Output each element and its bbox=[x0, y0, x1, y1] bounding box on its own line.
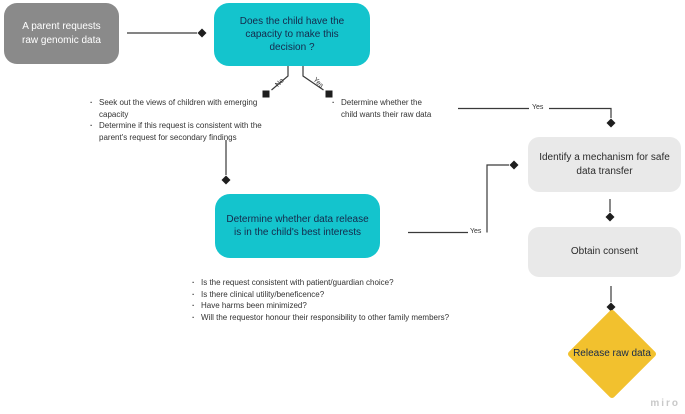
arrowhead-diamond-icon bbox=[606, 118, 616, 128]
bullet-item: Have harms been minimized? bbox=[190, 300, 510, 312]
edge-label-yes-to-transfer: Yes bbox=[532, 104, 544, 111]
bullet-item: Will the requestor honour their responsi… bbox=[190, 312, 510, 324]
bullet-item: Seek out the views of children with emer… bbox=[88, 97, 286, 120]
arrowhead-diamond-icon bbox=[221, 175, 231, 185]
bullet-item: Is there clinical utility/beneficence? bbox=[190, 289, 510, 301]
node-parent-request: A parent requests raw genomic data bbox=[4, 3, 119, 64]
arrowhead-diamond-icon bbox=[509, 160, 519, 170]
edge-label-yes-best-interests: Yes bbox=[470, 228, 482, 235]
no-branch-bullet-list: Seek out the views of children with emer… bbox=[88, 97, 286, 143]
node-best-interests: Determine whether data release is in the… bbox=[215, 194, 380, 258]
node-capacity-question: Does the child have the capacity to make… bbox=[214, 3, 370, 66]
bullet-item: Determine whether the child wants their … bbox=[330, 97, 438, 120]
edge-label-no: No bbox=[274, 77, 286, 89]
arrowhead-diamond-icon bbox=[197, 28, 207, 38]
connector-best-interests-yes bbox=[408, 164, 509, 234]
node-safe-transfer: Identify a mechanism for safe data trans… bbox=[528, 137, 681, 192]
arrowhead-diamond-icon bbox=[605, 212, 615, 222]
bullet-item: Is the request consistent with patient/g… bbox=[190, 277, 510, 289]
node-release-raw-data: Release raw data bbox=[566, 308, 658, 400]
yes-branch-bullet-list: Determine whether the child wants their … bbox=[330, 97, 438, 120]
node-obtain-consent: Obtain consent bbox=[528, 227, 681, 277]
bullet-item: Determine if this request is consistent … bbox=[88, 120, 286, 143]
miro-watermark-logo: miro bbox=[650, 398, 680, 409]
node-release-label: Release raw data bbox=[573, 348, 651, 360]
considerations-bullet-list: Is the request consistent with patient/g… bbox=[190, 277, 510, 323]
edge-label-yes: Yes bbox=[311, 76, 325, 90]
